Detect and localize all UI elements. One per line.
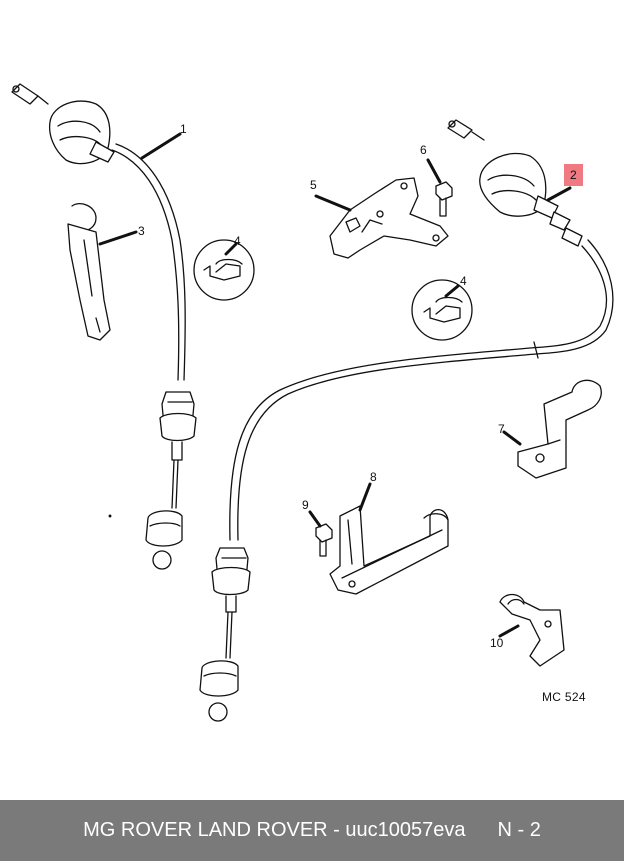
footer-page-number: N - 2 [497, 819, 541, 841]
bracket-5 [314, 177, 449, 259]
drawing-code: MC 524 [542, 690, 586, 704]
callout-4-left: 4 [234, 234, 241, 248]
callout-9: 9 [302, 498, 309, 512]
clip-4-detail-left [193, 239, 255, 301]
cable-1 [11, 83, 197, 570]
callout-2: 2 [564, 164, 583, 186]
bracket-7 [502, 379, 602, 479]
clip-3 [67, 203, 138, 341]
bracket-8 [329, 482, 449, 595]
clip-10 [498, 593, 565, 667]
callout-7: 7 [498, 422, 505, 436]
bolt-6 [426, 158, 453, 217]
parts-diagram [11, 83, 614, 722]
callout-10: 10 [490, 636, 504, 650]
callout-1: 1 [180, 122, 187, 136]
footer-bar: MG ROVER LAND ROVER - uuc10057eva N - 2 [0, 800, 624, 861]
callout-6: 6 [420, 143, 427, 157]
footer-brands: MG ROVER LAND ROVER - uuc10057eva [83, 819, 466, 841]
bolt-9 [308, 510, 333, 557]
cable-2 [199, 119, 614, 722]
callout-8: 8 [370, 470, 377, 484]
clip-4-detail-right [411, 279, 473, 341]
callout-5: 5 [310, 178, 317, 192]
callout-4-right: 4 [460, 274, 467, 288]
callout-3: 3 [138, 224, 145, 238]
